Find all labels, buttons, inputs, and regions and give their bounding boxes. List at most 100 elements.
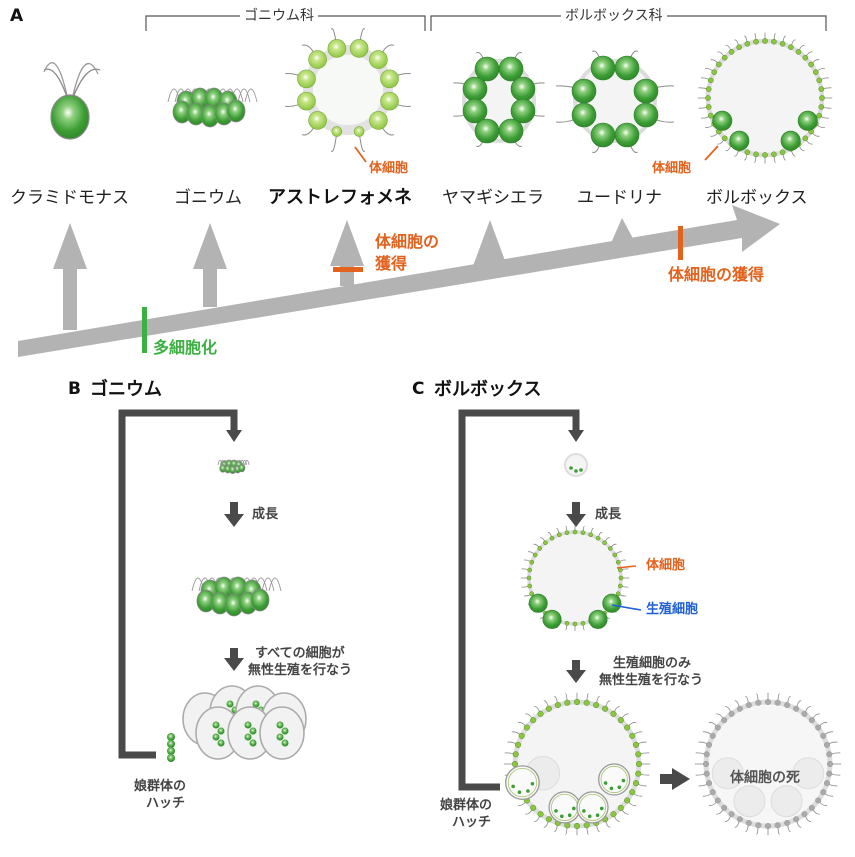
daughter-germ-cell <box>621 778 626 783</box>
somatic-cell <box>556 532 562 538</box>
volvox-germ-cell-label: 生殖細胞 <box>646 602 699 617</box>
cell <box>226 99 246 123</box>
daughter-colony <box>548 791 581 824</box>
somatic-cell <box>705 780 713 787</box>
somatic-cell <box>617 583 623 589</box>
somatic-cell <box>721 717 728 724</box>
somatic-cell <box>764 698 772 706</box>
daughter-cell <box>276 733 284 741</box>
cell <box>614 55 640 81</box>
somatic-cell <box>635 760 643 768</box>
somatic-cell <box>801 710 808 717</box>
somatic-cell <box>709 789 716 796</box>
astrephomene-illustration <box>285 28 411 152</box>
colony-matrix <box>573 59 657 143</box>
daughter-germ-cell <box>582 809 586 813</box>
somatic-cell <box>728 811 735 818</box>
gonium-reproduction-arrow <box>224 648 244 671</box>
colony-matrix <box>303 45 393 135</box>
cell <box>380 91 399 111</box>
daughter-colony <box>598 763 631 796</box>
somatic-cell <box>714 724 721 731</box>
somatic-cell <box>745 701 752 709</box>
somatic-cell <box>774 699 781 706</box>
cell <box>498 56 524 82</box>
branch-arrowhead <box>53 223 87 269</box>
daughter-germ-cell <box>595 813 600 817</box>
somatic-cell <box>818 104 825 110</box>
somatic-cell <box>808 61 814 68</box>
panel-c-title: ボルボックス <box>434 379 542 400</box>
somatic-cell <box>572 621 578 627</box>
volvox-dead-parent-colony <box>694 692 842 836</box>
somatic-cell <box>530 717 537 724</box>
somatic-cell <box>632 741 640 748</box>
daughter-germ-cell <box>511 784 515 789</box>
somatic-cell <box>755 822 762 829</box>
panel-a-letter: A <box>10 6 24 26</box>
somatic-cell <box>826 770 833 777</box>
flagellum <box>244 88 258 103</box>
cell <box>349 39 369 58</box>
somatic-cell <box>607 546 613 551</box>
volvox-reproduction-arrow <box>566 660 586 683</box>
somatic-cell <box>728 710 735 717</box>
cell <box>571 102 597 128</box>
somatic-cell <box>788 44 794 51</box>
branch-arrowhead <box>193 223 227 269</box>
daughter-cell <box>226 700 234 708</box>
cell <box>498 118 524 144</box>
somatic-cell <box>823 780 831 787</box>
somatic-cell <box>753 38 759 45</box>
cell <box>297 69 316 89</box>
daughter-germ-cell <box>609 786 614 791</box>
somatic-cell <box>744 40 751 47</box>
somatic-cell <box>819 95 825 101</box>
daughter-germ-cell <box>560 814 564 819</box>
daughter-colony <box>505 765 540 800</box>
daughter-germ-cell <box>517 790 522 794</box>
species-label-volvox: ボルボックス <box>706 188 808 208</box>
somatic-cell <box>818 86 825 92</box>
somatic-cell <box>753 151 759 158</box>
gonium-growth-arrow <box>224 502 244 527</box>
cell <box>588 609 608 629</box>
panel-b-letter: B <box>68 379 81 399</box>
daughter-colony-inner <box>578 793 607 821</box>
daughter-germ-cell <box>554 809 558 813</box>
volvox-somatic-callout: 体細胞 <box>652 161 692 176</box>
somatic-cell <box>526 575 532 581</box>
somatic-cell <box>527 583 533 589</box>
somatic-cell <box>823 741 831 748</box>
daughter-colony-inner <box>507 767 538 798</box>
somatic-cell <box>518 732 525 739</box>
somatic-cell <box>779 40 786 47</box>
germ-cell <box>569 466 573 470</box>
somatic-cell <box>573 822 581 830</box>
cell <box>369 111 388 130</box>
somatic-cell <box>564 620 570 626</box>
somatic-cell <box>815 797 822 804</box>
daughter-germ-cell <box>587 814 592 819</box>
somatic-cell <box>816 112 823 119</box>
somatic-cell <box>543 540 548 546</box>
somatic-cell <box>512 751 519 758</box>
species-label-gonium: ゴニウム <box>174 188 242 208</box>
daughter-cell <box>212 721 220 729</box>
somatic-cell <box>771 151 777 158</box>
somatic-gain-label-1-line2: 獲得 <box>375 254 408 273</box>
daughter-germ-cell <box>599 806 604 811</box>
cell <box>571 78 597 104</box>
somatic-cell <box>826 760 834 768</box>
somatic-cell <box>793 816 800 823</box>
somatic-cell <box>610 710 617 717</box>
gonium-reproduction-label-line1: すべての細胞が <box>255 646 345 661</box>
germ-cell <box>574 469 578 473</box>
daughter-colony-remnant <box>711 757 744 790</box>
volvox-reproducing-colony <box>503 692 651 836</box>
daughter-cell <box>217 739 225 747</box>
astrephomene-somatic-callout: 体細胞 <box>369 161 409 176</box>
somatic-cell <box>529 559 535 565</box>
gonium-life-cycle-loop <box>118 409 238 759</box>
cell <box>250 588 270 612</box>
